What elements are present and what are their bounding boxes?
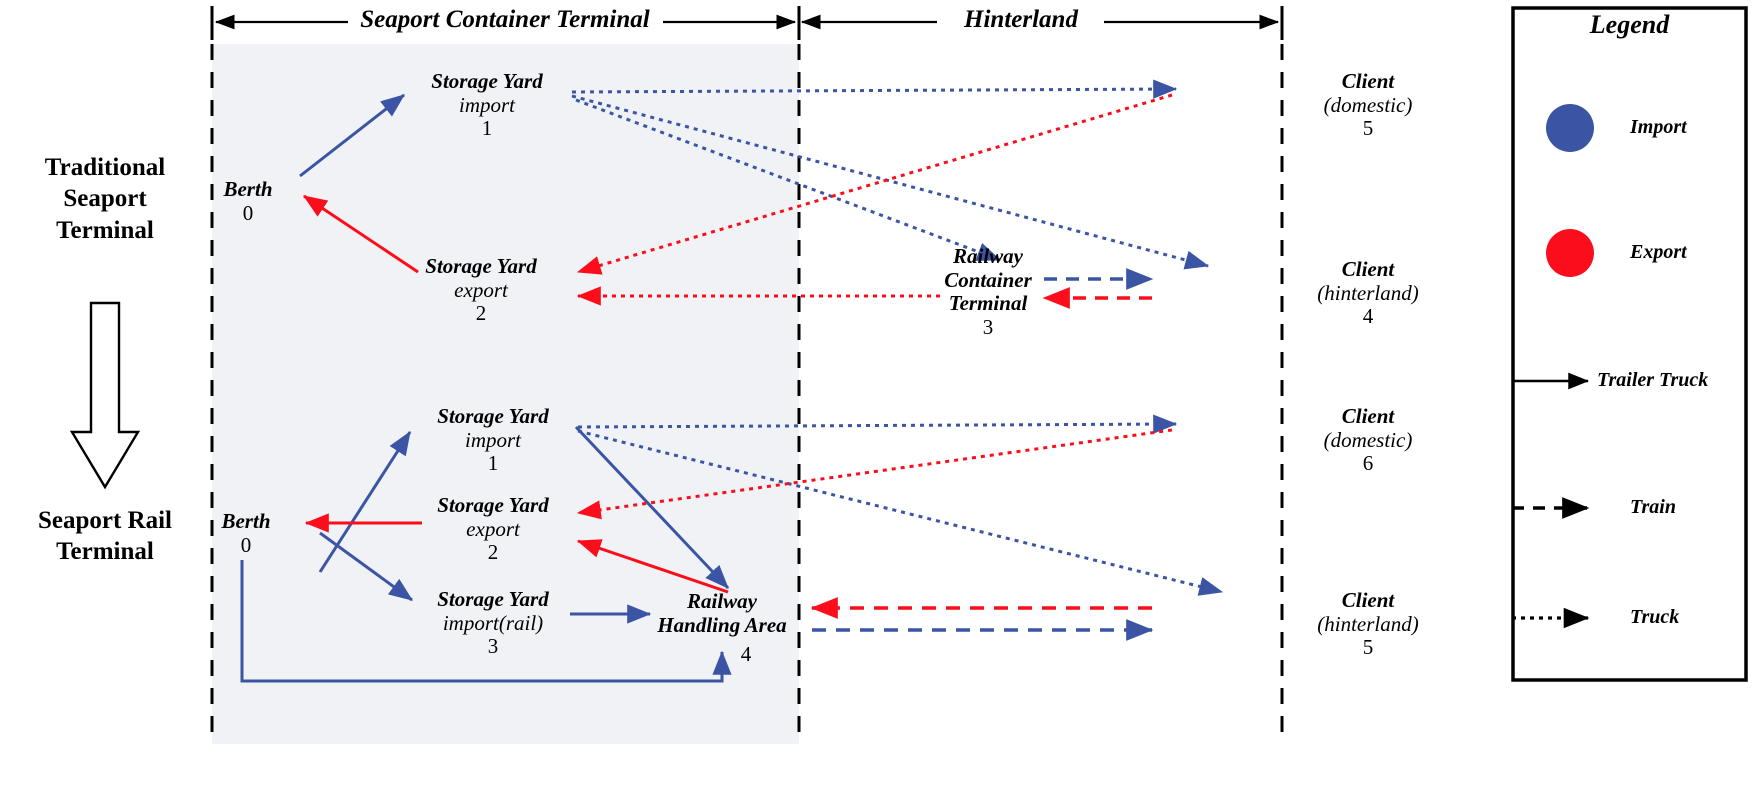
node-title: Storage Yard xyxy=(437,587,549,611)
flow-sy-import-to-client-domestic-bot xyxy=(577,414,1178,434)
node-railway-container-terminal-3: Railway Container Terminal 3 xyxy=(930,244,1046,339)
node-title: Storage Yard xyxy=(437,404,549,428)
side-label-line-2: Seaport xyxy=(63,185,147,213)
node-index: 2 xyxy=(487,540,499,565)
legend-label-truck: Truck xyxy=(1630,606,1680,628)
node-title: Storage Yard xyxy=(431,69,543,93)
legend-box xyxy=(1511,6,1748,682)
node-index: 0 xyxy=(240,532,252,557)
node-railway-handling-area-index: 4 xyxy=(740,642,752,666)
flow-client-domestic-to-sy-export-top xyxy=(576,93,1173,275)
side-label-rail-line-1: Seaport Rail xyxy=(37,507,173,534)
node-client-hinterland-5-bottom: Client (hinterland) 5 xyxy=(1288,588,1448,660)
flow-sy-import-to-rct-top xyxy=(575,98,1002,262)
node-storage-yard-import-rail-3: Storage Yard import(rail) 3 xyxy=(404,587,582,659)
side-label-line-1: Traditional xyxy=(44,154,166,181)
flow-berth-to-rha-bot xyxy=(240,560,732,683)
node-subtitle: (hinterland) xyxy=(1317,611,1419,636)
node-index: 3 xyxy=(487,634,499,659)
transition-down-arrow xyxy=(69,301,141,490)
legend-label-export: Export xyxy=(1630,241,1687,263)
flow-berth-to-sy-import-rail-bot xyxy=(319,531,413,602)
node-subtitle: export xyxy=(454,277,508,302)
node-client-domestic-6: Client (domestic) 6 xyxy=(1288,404,1448,476)
node-subtitle: import(rail) xyxy=(442,610,544,635)
legend-export-circle-icon xyxy=(1546,229,1594,277)
node-title: Client xyxy=(1341,588,1395,612)
node-subtitle: export xyxy=(466,516,520,541)
node-title: Berth xyxy=(221,509,271,533)
side-label-seaport-rail: Seaport Rail Terminal xyxy=(10,505,200,568)
node-subtitle: (hinterland) xyxy=(1317,280,1419,305)
node-index: 5 xyxy=(1362,635,1374,660)
zone-label-seaport: Seaport Container Terminal xyxy=(360,6,650,33)
flow-sy-import-to-rha-bot xyxy=(574,425,730,590)
flow-rha-to-sy-export-bot xyxy=(576,539,729,594)
seaport-terminal-background xyxy=(212,44,799,744)
flow-client-domestic-to-sy-export-bot xyxy=(576,428,1173,520)
node-title: Client xyxy=(1341,257,1395,281)
flow-berth-to-sy-import-bot xyxy=(318,430,412,573)
node-railway-handling-area-4: Railway Handling Area xyxy=(630,589,814,637)
legend-label-train: Train xyxy=(1630,496,1676,518)
node-client-domestic-5: Client (domestic) 5 xyxy=(1288,69,1448,141)
flow-sy-import-to-client-domestic-top xyxy=(571,79,1178,99)
node-subtitle: (domestic) xyxy=(1323,427,1413,452)
side-label-traditional: Traditional Seaport Terminal xyxy=(10,152,200,246)
node-subtitle: import xyxy=(464,427,521,452)
node-title-line-2: Container xyxy=(944,267,1032,292)
node-storage-yard-export-2-bottom: Storage Yard export 2 xyxy=(404,493,582,565)
node-berth-0: Berth 0 xyxy=(198,177,298,225)
node-title: Storage Yard xyxy=(425,254,537,278)
node-index: 4 xyxy=(1362,304,1374,329)
legend-title: Legend xyxy=(1589,10,1670,39)
flow-sy-export-to-berth-top xyxy=(303,194,419,274)
node-title-line-1: Railway xyxy=(952,244,1023,268)
node-index: 0 xyxy=(242,200,254,225)
node-storage-yard-import-1-bottom: Storage Yard import 1 xyxy=(404,404,582,476)
node-index: 6 xyxy=(1362,451,1374,476)
flow-sy-import-to-client-hinterland-top xyxy=(571,94,1210,270)
node-title-line-3: Terminal xyxy=(948,291,1028,316)
node-subtitle: (domestic) xyxy=(1323,92,1413,117)
node-client-hinterland-4: Client (hinterland) 4 xyxy=(1288,257,1448,329)
zone-label-hinterland: Hinterland xyxy=(964,6,1078,33)
node-title: Client xyxy=(1341,69,1395,93)
node-title-line-2: Handling Area xyxy=(657,612,787,637)
node-index: 1 xyxy=(481,116,493,141)
node-title: Client xyxy=(1341,404,1395,428)
legend-label-import: Import xyxy=(1630,116,1687,138)
flow-berth-to-sy-import-top xyxy=(299,93,405,178)
node-subtitle: import xyxy=(458,92,515,117)
flow-sy-import-to-client-hinterland-bot xyxy=(577,429,1224,596)
node-index: 1 xyxy=(487,451,499,476)
node-storage-yard-import-1: Storage Yard import 1 xyxy=(398,69,576,141)
node-title: Storage Yard xyxy=(437,493,549,517)
node-storage-yard-export-2: Storage Yard export 2 xyxy=(392,254,570,326)
node-index: 2 xyxy=(475,301,487,326)
legend-import-circle-icon xyxy=(1546,104,1594,152)
legend-label-trailer-truck: Trailer Truck xyxy=(1597,369,1709,391)
node-berth-0-bottom: Berth 0 xyxy=(196,509,296,557)
node-title-line-1: Railway xyxy=(686,589,757,613)
node-index: 5 xyxy=(1362,116,1374,141)
node-index: 3 xyxy=(982,314,994,339)
side-label-line-3: Terminal xyxy=(56,216,154,244)
node-title: Berth xyxy=(223,177,273,201)
side-label-rail-line-2: Terminal xyxy=(56,538,154,566)
